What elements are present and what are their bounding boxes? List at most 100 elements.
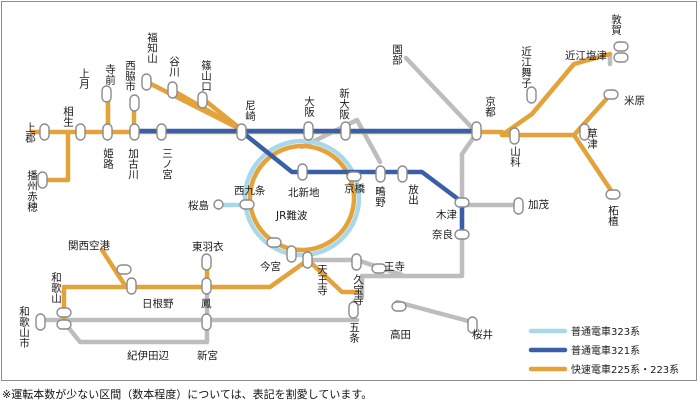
marker-maibara — [603, 89, 619, 100]
marker-kizu — [454, 197, 470, 208]
label-wakayama: 和歌山 — [50, 272, 62, 304]
takada-sakurai-line — [394, 299, 475, 325]
kansai-airport — [99, 247, 129, 290]
marker-sakurajima — [213, 199, 224, 210]
marker-kyoto — [471, 121, 482, 141]
kusatsu-tsuge — [571, 132, 615, 195]
marker-omi-shiotsu — [613, 52, 629, 63]
marker-sannomiya — [156, 123, 167, 141]
marker-tsuruga — [613, 41, 629, 52]
label-imamiya: 今宮 — [260, 260, 281, 273]
marker-gojo — [348, 301, 359, 319]
marker-shin-osaka — [340, 121, 351, 141]
marker-nara — [454, 229, 470, 240]
label-tsuge: 柘植 — [607, 204, 619, 227]
label-oji: 王寺 — [384, 261, 405, 273]
label-hanaten: 放出 — [407, 183, 419, 205]
marker-tennoji — [302, 251, 313, 269]
label-fukuchiyama: 福知山 — [146, 31, 158, 63]
station-markers — [35, 41, 629, 334]
label-nara: 奈良 — [432, 228, 453, 241]
footnote: ※運転本数が少ない区間（数本程度）については、表記を割愛しています。 — [2, 388, 373, 401]
label-kamitsuki: 上月 — [78, 68, 90, 90]
legend-label-3: 快速電車225系・223系 — [571, 363, 679, 376]
label-osaka: 大阪 — [303, 95, 315, 118]
label-gojo: 五条 — [348, 322, 360, 343]
label-tennoji: 天王寺 — [316, 264, 328, 296]
marker-amagasaki — [236, 123, 247, 141]
marker-omi-maiko — [526, 86, 537, 104]
marker-kuhoji — [351, 253, 362, 271]
marker-kyobashi — [346, 171, 362, 182]
marker-higashi-hagoromo — [201, 253, 212, 271]
legend: 普通電車323系 普通電車321系 快速電車225系・223系 — [528, 325, 679, 376]
label-banshu-ako: 播州赤穂 — [26, 169, 38, 213]
label-kamo: 加茂 — [528, 198, 549, 211]
marker-fukuchiyama — [141, 73, 152, 91]
label-wakayamashi: 和歌山市 — [18, 306, 30, 349]
route-map-frame: 近江塩津 米原 北新地 西九条 桜島 JR難波 京橋 木津 加茂 奈良 今宮 王… — [1, 1, 697, 381]
marker-sakurai — [467, 316, 478, 334]
marker-banshu-ako — [37, 171, 48, 189]
legend-label-2: 普通電車321系 — [571, 344, 640, 357]
sonobe-line — [403, 55, 479, 135]
marker-kii-tanabe — [56, 319, 72, 330]
marker-wakayamashi — [35, 313, 46, 331]
marker-kitashinchi — [297, 163, 308, 181]
label-sakurai: 桜井 — [472, 328, 493, 341]
label-sakurajima: 桜島 — [188, 199, 209, 212]
marker-kamitsuki — [101, 85, 112, 103]
label-kakogawa: 加古川 — [127, 148, 139, 180]
marker-kansai-airport — [116, 264, 132, 275]
marker-kakogawa — [129, 123, 140, 141]
marker-hanaten — [397, 165, 408, 183]
label-kansai-airport: 関西空港 — [68, 239, 110, 252]
label-higashi-hagoromo: 東羽衣 — [192, 240, 224, 253]
label-shingu: 新宮 — [197, 349, 218, 362]
ako-line — [39, 129, 71, 183]
label-tsuruga: 敦賀 — [610, 13, 622, 36]
label-jr-namba: JR難波 — [275, 209, 308, 222]
label-otori: 鳳 — [201, 298, 212, 310]
label-sannomiya: 三ノ宮 — [161, 148, 173, 180]
tozai-gakkentoshi — [239, 129, 465, 237]
marker-jr-namba — [286, 245, 297, 263]
label-shin-osaka: 新大阪 — [338, 87, 350, 120]
yamatoji — [305, 257, 360, 295]
marker-tsuge — [605, 189, 621, 200]
label-nishiwakishi: 西脇市 — [124, 60, 136, 92]
label-shijonawate: 鴫野 — [374, 185, 386, 207]
marker-aioi — [75, 123, 86, 141]
label-omi-maiko: 近江舞子 — [520, 45, 532, 88]
label-takada: 高田 — [390, 328, 411, 341]
marker-otori — [201, 277, 212, 295]
marker-shingu — [201, 313, 212, 331]
marker-nishiwakishi — [129, 94, 140, 112]
label-kyoto: 京都 — [484, 95, 496, 118]
label-kizu: 木津 — [436, 209, 457, 221]
kosei-line — [499, 51, 613, 138]
label-omi-shiotsu: 近江塩津 — [565, 49, 607, 62]
marker-kamigori — [39, 123, 50, 141]
label-kii-tanabe: 紀伊田辺 — [127, 349, 169, 362]
gray-lines — [37, 51, 613, 345]
label-maibara: 米原 — [624, 94, 645, 107]
label-sasayamaguchi: 篠山口 — [200, 59, 212, 91]
marker-kusatsu — [579, 123, 590, 141]
marker-osaka — [303, 121, 314, 141]
label-teramae: 寺前 — [104, 64, 116, 86]
label-aioi: 相生 — [62, 105, 74, 127]
marker-takada — [391, 301, 407, 312]
station-labels-vertical: 敦賀 近江舞子 草津 柘植 山科 京都 園部 上郡 播州赤穂 相生 上月 寺前 … — [18, 13, 622, 349]
label-kamigori: 上郡 — [24, 122, 36, 144]
marker-yamashina — [509, 127, 520, 145]
marker-kamo — [513, 197, 524, 215]
sasayama-line-3 — [199, 95, 245, 133]
tennoji-hanwa — [61, 257, 311, 323]
label-yamashina: 山科 — [509, 146, 521, 168]
label-sonobe: 園部 — [391, 44, 403, 66]
marker-hineno — [126, 277, 137, 295]
legend-label-1: 普通電車323系 — [571, 325, 640, 338]
route-map: 近江塩津 米原 北新地 西九条 桜島 JR難波 京橋 木津 加茂 奈良 今宮 王… — [18, 13, 679, 376]
marker-imamiya — [266, 237, 282, 248]
